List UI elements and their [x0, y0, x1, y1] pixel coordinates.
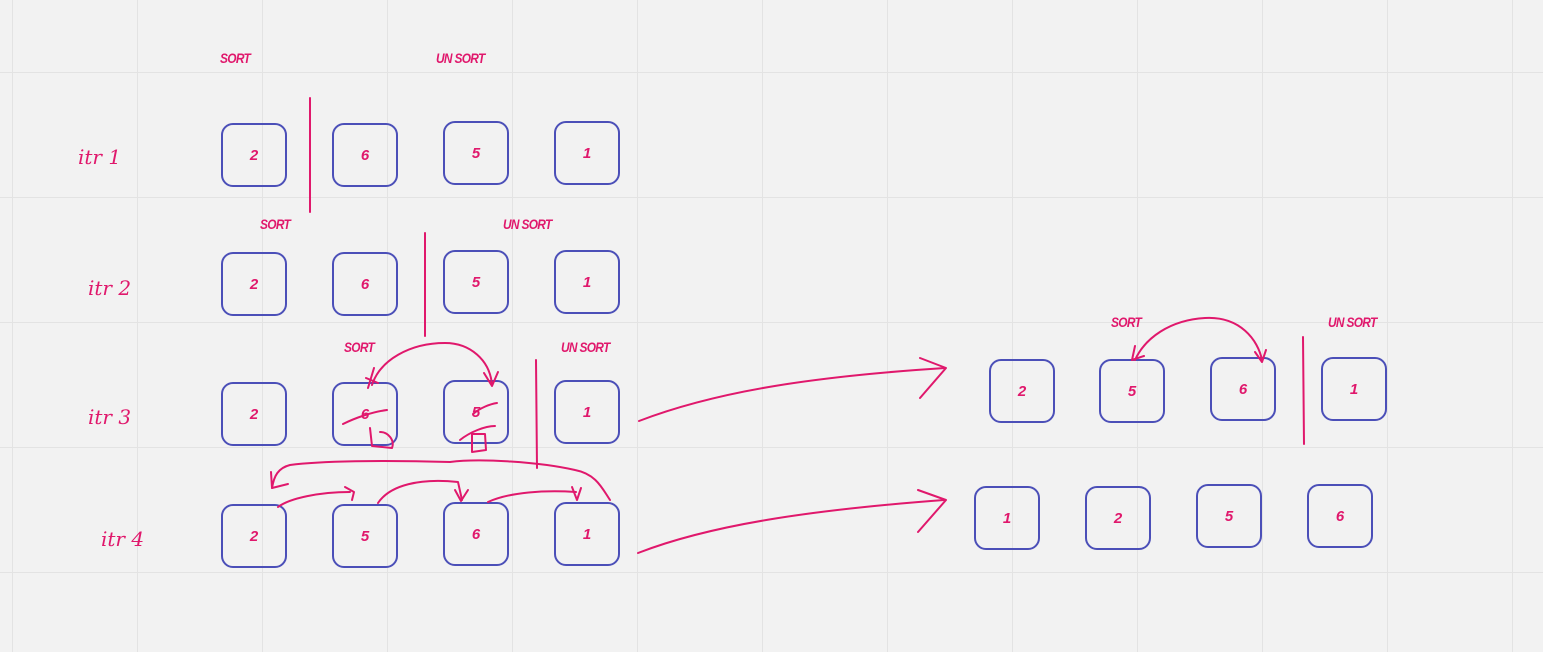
arrow-head	[344, 486, 355, 501]
array-cell[interactable]: 6	[1307, 484, 1373, 548]
array-cell[interactable]: 5	[332, 504, 398, 568]
row-label-itr2: itr 2	[88, 276, 132, 300]
unsort-label-result: UN SORT	[1328, 314, 1377, 330]
unsort-label-itr2: UN SORT	[503, 216, 552, 232]
array-cell[interactable]: 2	[221, 504, 287, 568]
row-label-itr3: itr 3	[88, 405, 132, 429]
array-cell[interactable]: 1	[554, 380, 620, 444]
sorted-divider	[1302, 336, 1305, 445]
sort-label-itr2: SORT	[260, 216, 291, 232]
array-cell[interactable]: 1	[1321, 357, 1387, 421]
sort-label-result: SORT	[1111, 314, 1142, 330]
arrow-head	[919, 357, 947, 399]
arrow-head	[270, 471, 289, 489]
swap-arrow	[1134, 316, 1263, 361]
shift-arrow	[377, 479, 463, 504]
row-label-itr1: itr 1	[78, 145, 122, 169]
array-cell-swapped[interactable]: 6	[332, 382, 398, 446]
array-cell[interactable]: 6	[332, 123, 398, 187]
array-cell[interactable]: 5	[443, 250, 509, 314]
row-label-itr4: itr 4	[101, 527, 145, 551]
result-arrow	[638, 367, 946, 422]
array-cell[interactable]: 6	[332, 252, 398, 316]
unsort-label-itr1: UN SORT	[436, 50, 485, 66]
array-cell[interactable]: 1	[554, 121, 620, 185]
array-cell[interactable]: 6	[443, 502, 509, 566]
array-cell[interactable]: 2	[1085, 486, 1151, 550]
array-cell[interactable]: 1	[974, 486, 1040, 550]
arrow-head	[1131, 345, 1145, 361]
array-cell[interactable]: 1	[554, 250, 620, 314]
array-cell[interactable]: 2	[221, 252, 287, 316]
array-cell[interactable]: 5	[443, 121, 509, 185]
array-cell[interactable]: 6	[1210, 357, 1276, 421]
sorted-divider	[535, 359, 538, 469]
array-cell[interactable]: 5	[1099, 359, 1165, 423]
array-cell[interactable]: 1	[554, 502, 620, 566]
sort-label-itr1: SORT	[220, 50, 251, 66]
sort-label-itr3: SORT	[344, 339, 375, 355]
result-arrow	[637, 499, 945, 554]
shift-arrow	[487, 490, 577, 503]
array-cell[interactable]: 2	[221, 382, 287, 446]
array-cell[interactable]: 2	[221, 123, 287, 187]
swap-arrow	[371, 342, 493, 386]
arrow-head	[571, 486, 582, 501]
arrow-head	[454, 489, 469, 502]
array-cell[interactable]: 5	[1196, 484, 1262, 548]
unsort-label-itr3: UN SORT	[561, 339, 610, 355]
insert-arrow	[271, 459, 611, 501]
arrow-head	[917, 489, 947, 533]
array-cell-swapped[interactable]: 5	[443, 380, 509, 444]
array-cell[interactable]: 2	[989, 359, 1055, 423]
